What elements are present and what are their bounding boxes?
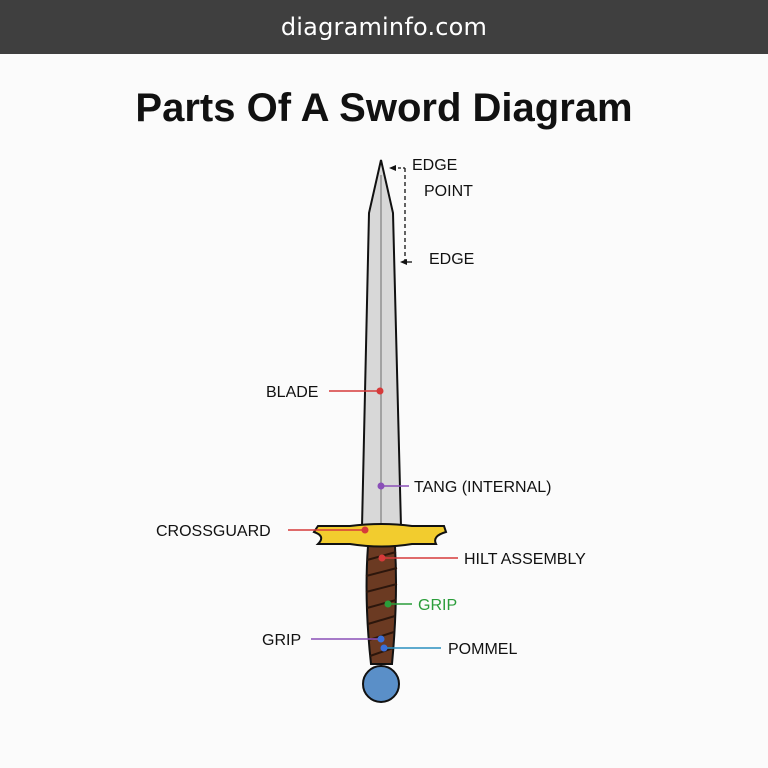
- hilt-leader-dot: [378, 554, 386, 562]
- pommel-shape: [362, 665, 400, 703]
- sword-blade: [360, 159, 403, 528]
- blade-label: BLADE: [266, 384, 318, 401]
- crossguard-shape: [312, 523, 448, 548]
- pommel-label: POMMEL: [448, 641, 517, 658]
- tang-label: TANG (INTERNAL): [414, 479, 551, 496]
- tang-leader-dot: [377, 482, 385, 490]
- diagram-title: Parts Of A Sword Diagram: [135, 86, 633, 130]
- arrow-left-icon: [400, 259, 407, 265]
- grip-right-label: GRIP: [418, 597, 457, 614]
- point-label: POINT: [424, 183, 473, 200]
- blade-leader-dot: [376, 387, 384, 395]
- pommel-leader-dot: [380, 644, 388, 652]
- edge-dimension: [389, 165, 412, 265]
- edge-top-label: EDGE: [412, 157, 457, 174]
- hilt-assembly-label: HILT ASSEMBLY: [464, 551, 586, 568]
- site-name[interactable]: diagraminfo.com: [280, 13, 488, 41]
- edge-lower-label: EDGE: [429, 251, 474, 268]
- arrow-left-icon: [389, 165, 396, 171]
- grip-right-leader-dot: [384, 600, 392, 608]
- sword-grip: [365, 545, 398, 665]
- grip-left-label: GRIP: [262, 632, 301, 649]
- crossguard-leader-dot: [361, 526, 369, 534]
- grip-left-leader-dot: [377, 635, 385, 643]
- header-bar: diagraminfo.com: [0, 0, 768, 54]
- crossguard-label: CROSSGUARD: [156, 523, 271, 540]
